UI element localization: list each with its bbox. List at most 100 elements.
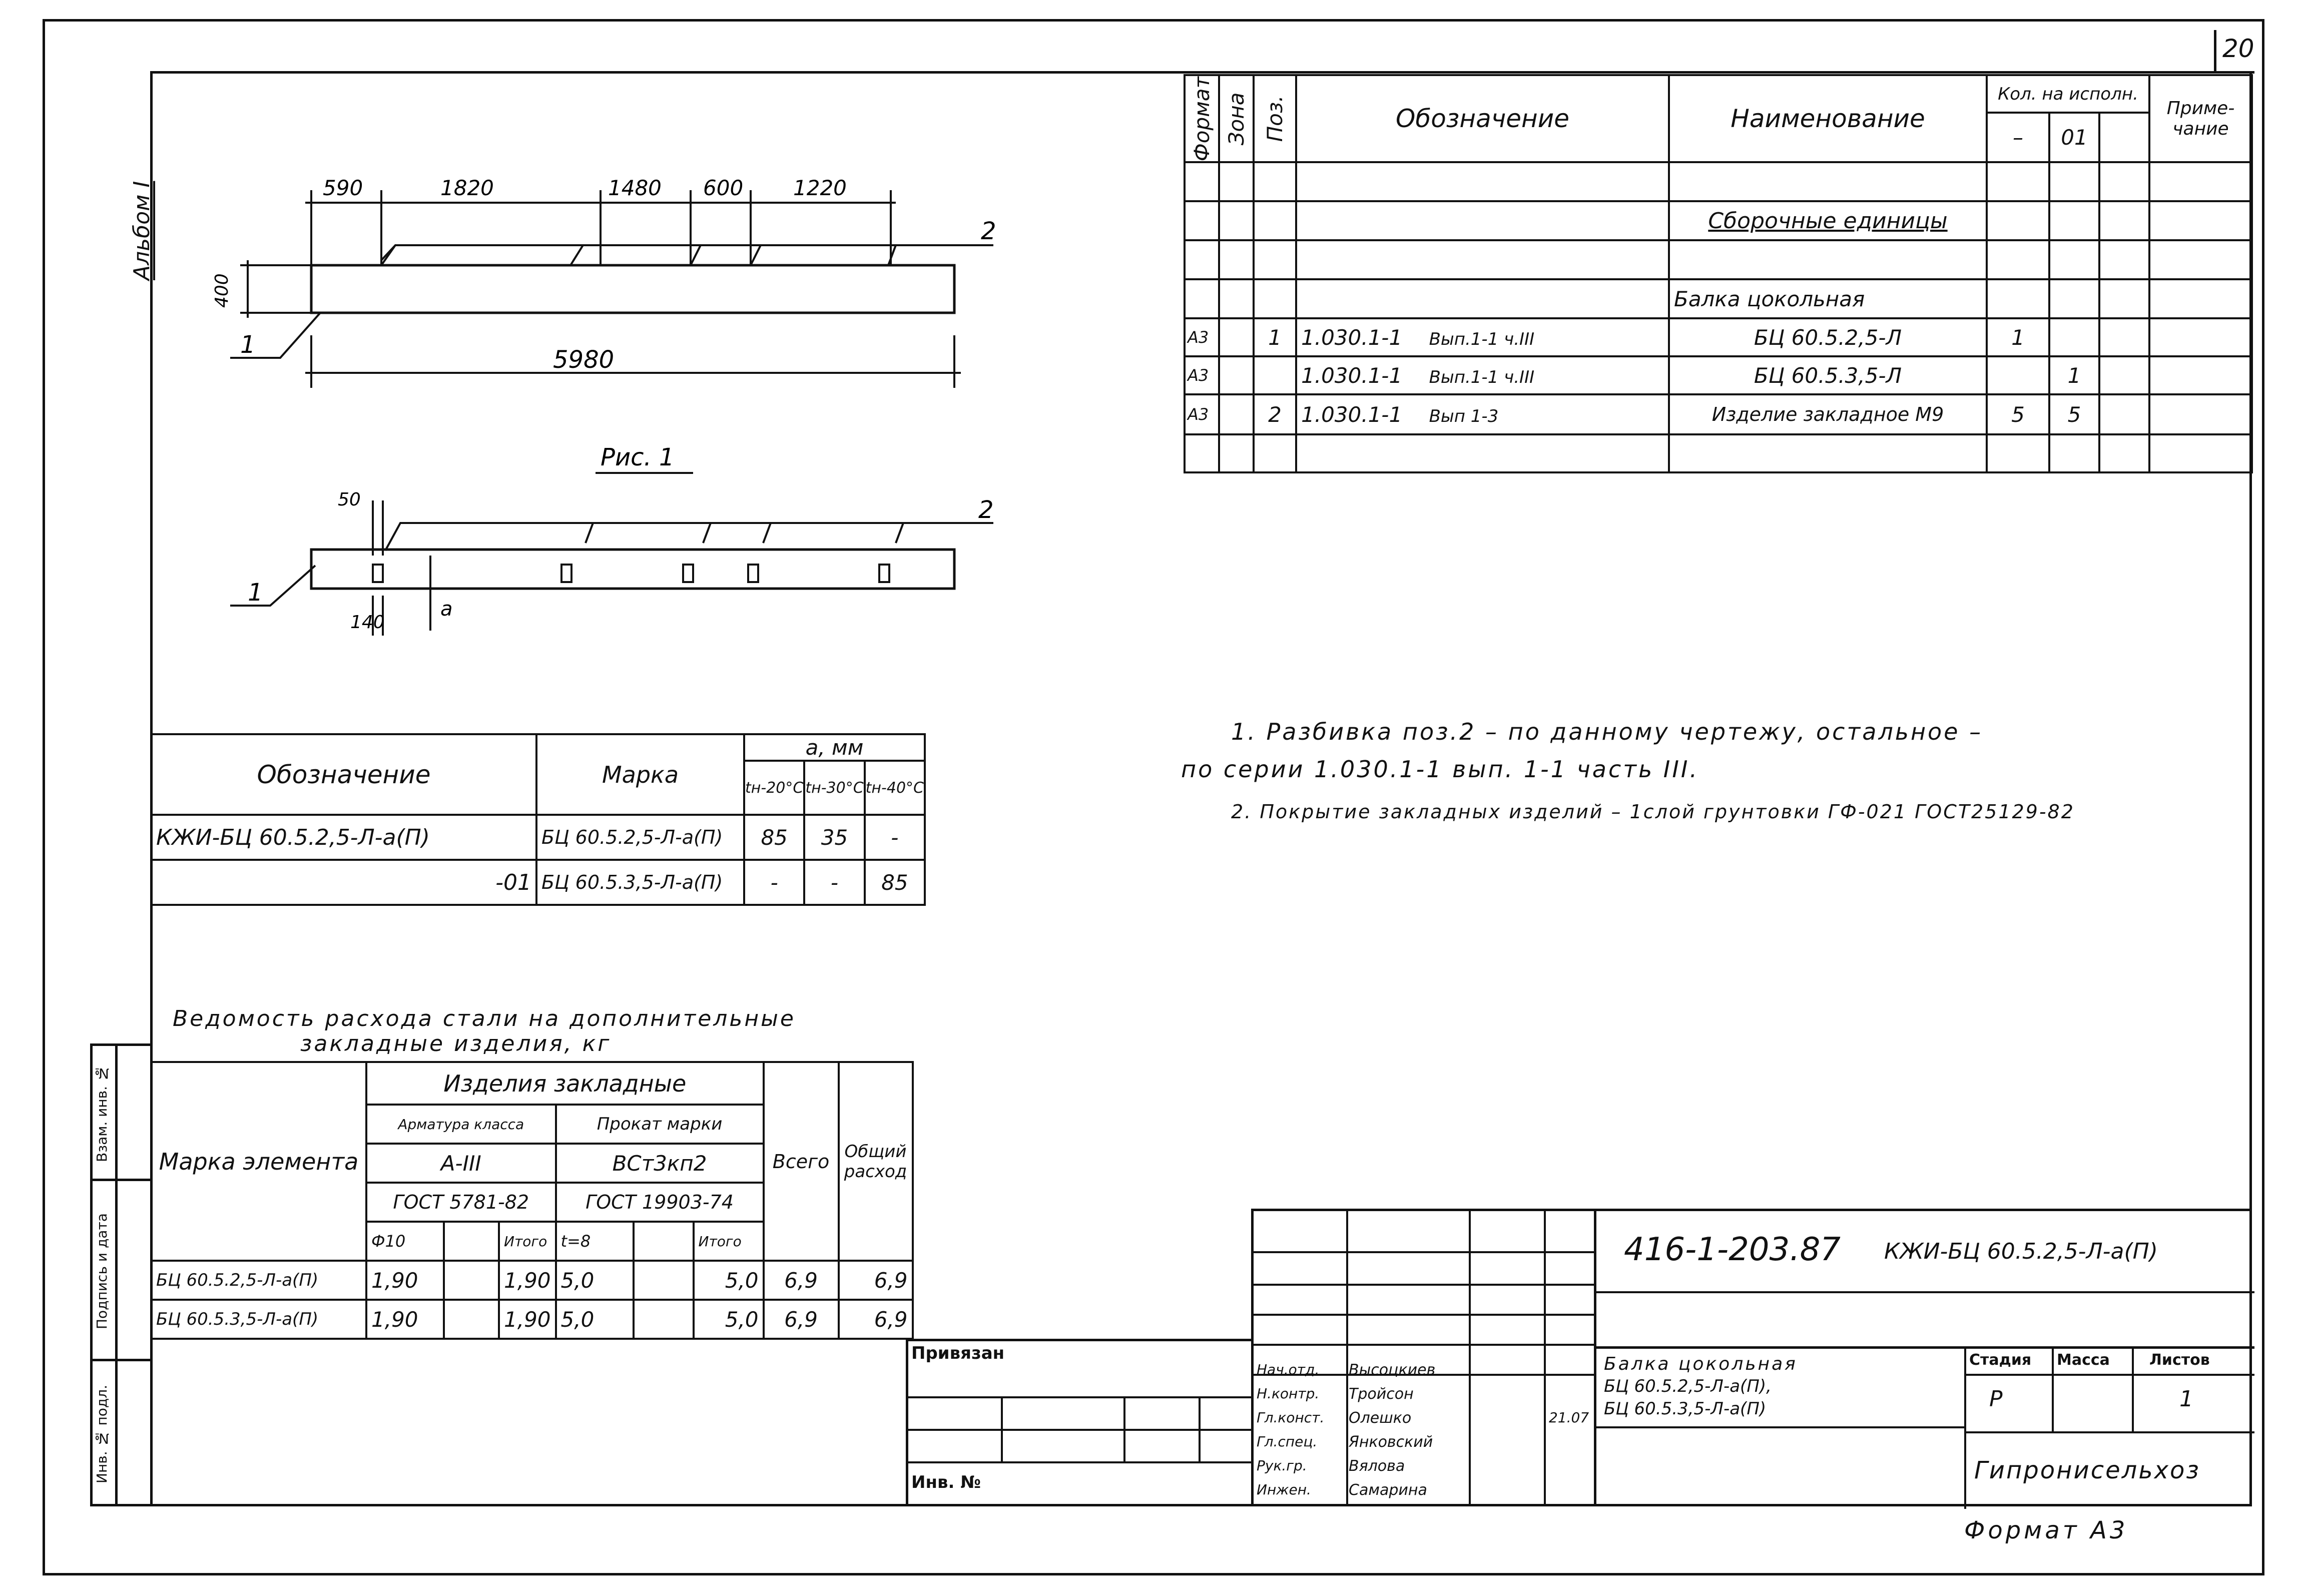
hdr-rebar: Арматура класса — [365, 1104, 557, 1145]
hdr-gost2: ГОСТ 19903-74 — [554, 1182, 765, 1223]
row-name: БЦ 60.5.2,5-Л — [1668, 317, 1988, 358]
hdr-t1: tн-20°С — [743, 760, 806, 816]
hdr-vst: ВСт3кп2 — [554, 1143, 765, 1184]
mark-row-designation: КЖИ-БЦ 60.5.2,5-Л-а(П) — [150, 814, 537, 861]
section-title: Сборочные единицы — [1668, 200, 1988, 242]
row-format: A3 — [1184, 317, 1220, 358]
hdr-t3: tн-40°С — [863, 760, 926, 816]
hdr-name: Наименование — [1668, 74, 1988, 164]
row-format: A3 — [1184, 355, 1220, 396]
dim-height: 400 — [212, 273, 232, 308]
mark-row-t3: - — [863, 814, 926, 861]
steel-row: БЦ 60.5.3,5-Л-а(П) 1,90 1,90 5,0 5,0 6,9… — [150, 1299, 914, 1340]
binding-block: Привязан Инв. № — [906, 1339, 1251, 1506]
mark-row-designation: -01 — [150, 859, 537, 906]
sheets-header: Листов — [2149, 1351, 2210, 1369]
row-q1: 1 — [1986, 317, 2050, 358]
steel-row-mark: БЦ 60.5.3,5-Л-а(П) — [150, 1299, 367, 1340]
signature-rows: Нач.отд. Высоцкиев Н.контр. Тройсон Гл.к… — [1254, 1346, 1594, 1506]
name-2: Тройсон — [1349, 1385, 1414, 1403]
mark-row-t1: 85 — [743, 814, 806, 861]
note-1: 1. Разбивка поз.2 – по данному чертежу, … — [1231, 718, 1983, 745]
item-title: Балка цокольная — [1604, 1354, 1798, 1374]
name-6: Самарина — [1349, 1481, 1427, 1499]
inv-label: Инв. № — [911, 1472, 981, 1492]
row-format: A3 — [1184, 393, 1220, 436]
steel-table: Марка элемента Изделия закладные Всего О… — [150, 1061, 914, 1340]
hdr-format: Формат — [1185, 75, 1219, 163]
hdr-itogo2: Итого — [692, 1221, 765, 1262]
name-5: Вялова — [1349, 1457, 1405, 1475]
hdr-designation: Обозначение — [1295, 74, 1670, 164]
steel-row-mark: БЦ 60.5.2,5-Л-а(П) — [150, 1260, 367, 1301]
hdr-zone: Зона — [1219, 75, 1254, 163]
role-2: Н.контр. — [1257, 1385, 1320, 1402]
mass-header: Масса — [2057, 1351, 2110, 1369]
pos-2-top: 2 — [981, 217, 996, 245]
row-q2: 1 — [2048, 355, 2100, 396]
title-block: Нач.отд. Высоцкиев Н.контр. Тройсон Гл.к… — [1251, 1209, 2254, 1509]
item-line-2: БЦ 60.5.2,5-Л-а(П), — [1604, 1376, 1772, 1396]
note-2: 2. Покрытие закладных изделий – 1слой гр… — [1231, 801, 2075, 823]
row-pos — [1253, 355, 1297, 396]
hdr-element-mark: Марка элемента — [150, 1061, 367, 1262]
mark-row-mark: БЦ 60.5.3,5-Л-а(П) — [535, 859, 745, 906]
item-line-3: БЦ 60.5.3,5-Л-а(П) — [1604, 1399, 1767, 1419]
note-1-cont: по серии 1.030.1-1 вып. 1-1 часть III. — [1181, 756, 1699, 783]
label-replace-inv: Взам. инв. № — [94, 1065, 110, 1162]
steel-row-all: 6,9 — [762, 1260, 840, 1301]
steel-title-2: закладные изделия, кг — [300, 1031, 612, 1056]
dim-600: 600 — [703, 176, 743, 200]
specification-table: Формат Зона Поз. Обозначение Наименовани… — [1184, 74, 2253, 474]
mark-row: КЖИ-БЦ 60.5.2,5-Л-а(П) БЦ 60.5.2,5-Л-а(П… — [150, 814, 926, 861]
row-designation: 1.030.1-1 Вып 1-3 — [1295, 393, 1670, 436]
beam-drawings: 590 1820 1480 600 1220 400 5980 1 2 Рис.… — [212, 176, 996, 636]
row-q2 — [2048, 317, 2100, 358]
hdr-qty-dash: – — [1986, 112, 2050, 164]
role-5: Рук.гр. — [1257, 1457, 1307, 1474]
name-3: Олешко — [1349, 1409, 1412, 1427]
steel-row-total: 6,9 — [837, 1260, 914, 1301]
spec-row: A3 2 1.030.1-1 Вып 1-3 Изделие закладное… — [1184, 393, 2253, 436]
dim-1480: 1480 — [608, 176, 662, 200]
sheet-border — [43, 19, 2264, 1575]
mark-table: Обозначение Марка a, мм tн-20°С tн-30°С … — [150, 733, 926, 906]
name-1: Высоцкиев — [1349, 1361, 1436, 1379]
row-q1 — [1986, 355, 2050, 396]
dim-50: 50 — [338, 489, 361, 510]
project-code: 416-1-203.87 — [1624, 1231, 1841, 1268]
hdr-embedded-items: Изделия закладные — [365, 1061, 765, 1106]
row-name: БЦ 60.5.3,5-Л — [1668, 355, 1988, 396]
hdr-pos: Поз. — [1254, 75, 1296, 163]
mark-row-t3: 85 — [863, 859, 926, 906]
steel-row: БЦ 60.5.2,5-Л-а(П) 1,90 1,90 5,0 5,0 6,9… — [150, 1260, 914, 1301]
page-number: 20 — [2222, 34, 2254, 63]
steel-row-ai: 1,90 — [498, 1299, 557, 1340]
steel-row-bi: 5,0 — [692, 1260, 765, 1301]
steel-row-ai: 1,90 — [498, 1260, 557, 1301]
name-4: Янковский — [1349, 1433, 1433, 1451]
page-number-box: 20 — [2214, 30, 2254, 74]
privyazan-label: Привязан — [911, 1343, 1005, 1363]
mark-row-mark: БЦ 60.5.2,5-Л-а(П) — [535, 814, 745, 861]
row-pos: 2 — [1253, 393, 1297, 436]
dim-a: a — [440, 598, 453, 621]
hdr-overall: Общий расход — [837, 1061, 914, 1262]
spec-row: A3 1 1.030.1-1 Вып.1-1 ч.III БЦ 60.5.2,5… — [1184, 317, 2253, 358]
row-pos: 1 — [1253, 317, 1297, 358]
steel-title-1: Ведомость расхода стали на дополнительны… — [173, 1006, 796, 1031]
label-inv-original: Инв. № подл. — [94, 1384, 110, 1483]
hdr-mark: Марка — [535, 733, 745, 816]
row-designation: 1.030.1-1 Вып.1-1 ч.III — [1295, 355, 1670, 396]
row-q1: 5 — [1986, 393, 2050, 436]
dim-length: 5980 — [553, 346, 614, 374]
role-1: Нач.отд. — [1257, 1361, 1320, 1378]
role-4: Гл.спец. — [1257, 1433, 1318, 1450]
steel-row-a: 1,90 — [365, 1299, 445, 1340]
group-title: Балка цокольная — [1668, 278, 1988, 320]
mark-row-t2: - — [803, 859, 866, 906]
hdr-d10: Ф10 — [365, 1221, 445, 1262]
row-designation: 1.030.1-1 Вып.1-1 ч.III — [1295, 317, 1670, 358]
mark-row-t2: 35 — [803, 814, 866, 861]
hdr-itogo1: Итого — [498, 1221, 557, 1262]
